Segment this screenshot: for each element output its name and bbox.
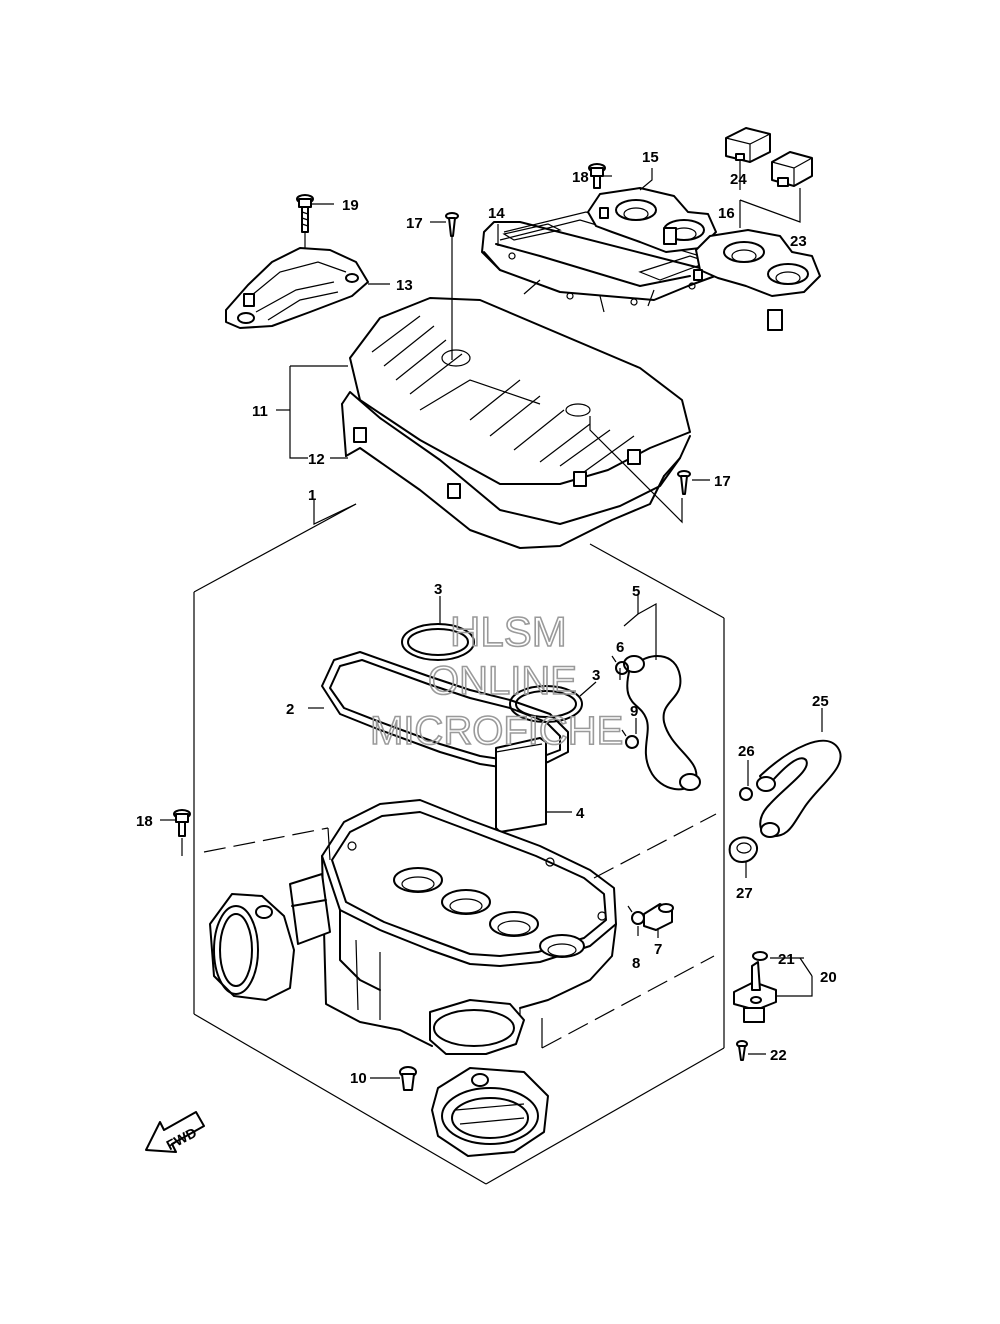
callout-12: 12	[308, 451, 325, 468]
callout-20: 20	[820, 969, 837, 986]
intake-snorkel	[209, 873, 331, 1001]
callout-27: 27	[736, 885, 753, 902]
part-11-lid	[349, 297, 691, 485]
part-4-block	[495, 737, 547, 833]
callout-5: 5	[632, 583, 640, 600]
callout-4: 4	[576, 805, 585, 822]
callout-17b: 17	[714, 473, 731, 490]
callout-16: 16	[718, 205, 735, 222]
callout-17a: 17	[406, 215, 423, 232]
callout-18a: 18	[572, 169, 589, 186]
callout-3b: 3	[592, 667, 600, 684]
callout-9: 9	[630, 703, 638, 720]
part-14-cover	[481, 211, 727, 313]
part-7-cap	[643, 903, 674, 931]
callout-18b: 18	[136, 813, 153, 830]
part-6-clip	[611, 655, 629, 675]
callout-2: 2	[286, 701, 294, 718]
callout-14: 14	[488, 205, 505, 222]
callout-25: 25	[812, 693, 829, 710]
watermark-line-2: ONLINE	[428, 659, 577, 703]
part-25-hose	[756, 739, 842, 838]
callout-labels: 1 2 3 3 4 5 6 7 8 9 10 11 12 13 14 15 16…	[136, 149, 837, 1087]
part-17-screw-right	[677, 470, 691, 495]
part-1-assembly-frame	[193, 503, 725, 1185]
callout-15: 15	[642, 149, 659, 166]
part-3-seal-b	[509, 685, 583, 723]
callout-11: 11	[252, 403, 268, 420]
part-8-clip	[627, 905, 645, 925]
callout-1: 1	[308, 487, 316, 504]
callout-24: 24	[730, 171, 747, 188]
callout-23: 23	[790, 233, 807, 250]
callout-26: 26	[738, 743, 755, 760]
part-13-bracket	[225, 247, 369, 329]
part-20-sensor	[733, 961, 777, 1023]
part-2-gasket	[321, 651, 569, 771]
lower-funnel	[431, 1067, 549, 1157]
part-22-screw	[736, 1040, 748, 1061]
part-19-bolt	[296, 194, 314, 233]
part-17-screw-top	[445, 212, 459, 237]
callout-6: 6	[616, 639, 624, 656]
part-23-sensor	[771, 151, 813, 187]
callout-10: 10	[350, 1070, 367, 1087]
leader-lines	[160, 160, 823, 1079]
watermark-line-3: MICROFICHE	[370, 709, 623, 753]
part-5-hose	[623, 655, 701, 791]
part-15-funnel	[587, 187, 717, 253]
part-18-bolt-left	[173, 809, 191, 837]
part-9-clip	[621, 729, 639, 749]
part-3-seal-a	[401, 623, 475, 661]
callout-3a: 3	[434, 581, 442, 598]
callout-21: 21	[778, 951, 795, 968]
part-27-clamp	[728, 836, 758, 863]
callout-22: 22	[770, 1047, 787, 1064]
part-16-funnel	[693, 229, 821, 331]
callout-13: 13	[396, 277, 413, 294]
lower-case	[321, 799, 617, 1055]
callout-8: 8	[632, 955, 640, 972]
part-12-gasket	[341, 391, 691, 549]
fwd-arrow-icon: FWD	[145, 1111, 205, 1153]
part-18-bolt-top	[588, 163, 606, 189]
part-21-oring	[752, 951, 768, 961]
part-24-connector	[725, 127, 771, 163]
callout-7: 7	[654, 941, 662, 958]
part-26-clip	[739, 787, 753, 801]
callout-19: 19	[342, 197, 359, 214]
part-10-clip	[399, 1066, 417, 1091]
watermark: HLSM ONLINE MICROFICHE	[369, 607, 624, 754]
watermark-line-1: HLSM	[450, 608, 567, 655]
